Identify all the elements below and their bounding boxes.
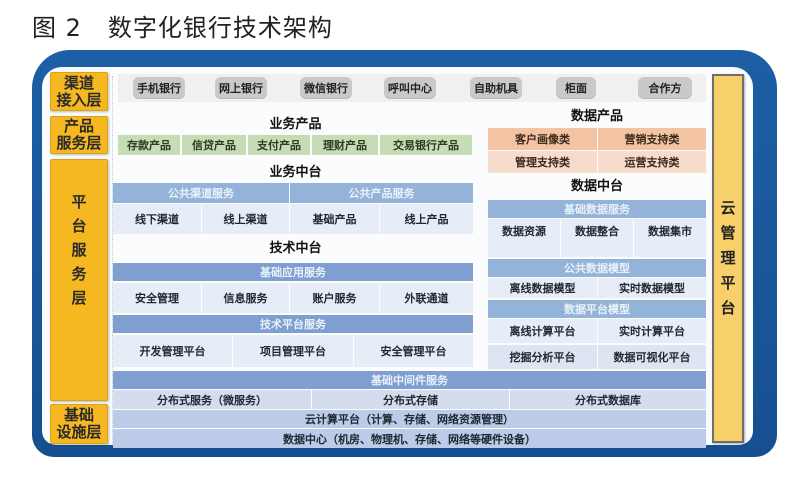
middleware-services-header: 基础中间件服务 — [113, 371, 706, 389]
data-mart: 数据集市 — [634, 219, 706, 257]
layer-label-line: 产品 — [63, 117, 94, 135]
offline-compute-platform: 离线计算平台 — [488, 319, 597, 343]
data-integration: 数据整合 — [561, 219, 633, 257]
business-middle-title: 业务中台 — [269, 164, 322, 180]
channel-online-banking: 网上银行 — [215, 77, 267, 99]
basic-app-services-header: 基础应用服务 — [113, 263, 473, 281]
cloud-char: 云 — [720, 199, 736, 217]
product-payment: 支付产品 — [248, 135, 310, 155]
online-product: 线上产品 — [380, 204, 473, 234]
data-product-customer-profile: 客户画像类 — [488, 128, 597, 150]
dev-management-platform: 开发管理平台 — [113, 335, 232, 367]
account-service: 账户服务 — [290, 283, 379, 313]
layer-label-char: 平 — [71, 193, 87, 211]
layer-label-platform-service: 平 台 服 务 层 — [50, 159, 108, 401]
basic-product: 基础产品 — [290, 204, 379, 234]
realtime-data-model: 实时数据模型 — [598, 278, 706, 298]
data-platform-models-header: 数据平台模型 — [488, 300, 706, 318]
cloud-char: 平 — [720, 274, 736, 292]
distributed-database: 分布式数据库 — [510, 390, 706, 409]
external-channel: 外联通道 — [380, 283, 473, 313]
layer-label-char: 务 — [71, 265, 87, 283]
layer-label-line: 基础 — [63, 406, 94, 424]
data-middle-title: 数据中台 — [570, 178, 623, 194]
realtime-compute-platform: 实时计算平台 — [598, 319, 706, 343]
layer-label-line: 设施层 — [56, 423, 102, 441]
product-deposit: 存款产品 — [118, 135, 180, 155]
online-channel: 线上渠道 — [202, 204, 289, 234]
dotted-connector — [112, 76, 113, 444]
layer-label-line: 渠道 — [63, 73, 94, 92]
data-center: 数据中心（机房、物理机、存储、网络等硬件设备） — [113, 429, 706, 448]
layer-label-channel-access: 渠道 接入层 — [50, 72, 108, 111]
data-product-operations: 运营支持类 — [598, 151, 706, 173]
layer-label-line: 接入层 — [56, 90, 102, 109]
channel-call-center: 呼叫中心 — [384, 77, 436, 99]
information-service: 信息服务 — [202, 283, 289, 313]
distributed-storage: 分布式存储 — [312, 390, 509, 409]
mining-analytics-platform: 挖掘分析平台 — [488, 345, 597, 369]
cloud-char: 管 — [720, 224, 736, 242]
layer-label-line: 服务层 — [56, 134, 102, 152]
basic-data-services-header: 基础数据服务 — [488, 200, 706, 218]
cloud-computing-platform: 云计算平台（计算、存储、网络资源管理） — [113, 410, 706, 428]
figure-title: 图 2 数字化银行技术架构 — [32, 8, 333, 43]
public-product-services-header: 公共产品服务 — [290, 183, 473, 203]
security-management: 安全管理 — [113, 283, 201, 313]
figure-title-text: 数字化银行技术架构 — [107, 14, 333, 42]
channel-self-service: 自助机具 — [470, 77, 522, 99]
channel-counter: 柜面 — [556, 77, 596, 99]
layer-label-char: 服 — [71, 241, 87, 259]
tech-platform-services-header: 技术平台服务 — [113, 315, 473, 333]
business-products-title: 业务产品 — [269, 116, 322, 132]
distributed-services: 分布式服务（微服务） — [113, 390, 311, 409]
data-product-management: 管理支持类 — [488, 151, 597, 173]
product-credit: 信贷产品 — [182, 135, 246, 155]
channel-wechat-banking: 微信银行 — [300, 77, 352, 99]
tech-middle-title: 技术中台 — [269, 240, 322, 256]
data-resource: 数据资源 — [488, 219, 560, 257]
product-transaction-banking: 交易银行产品 — [380, 135, 472, 155]
figure-label: 图 2 — [32, 14, 82, 42]
channel-partner: 合作方 — [638, 77, 692, 99]
data-visualization-platform: 数据可视化平台 — [598, 345, 706, 369]
layer-label-infrastructure: 基础 设施层 — [50, 404, 108, 444]
data-products-title: 数据产品 — [570, 108, 623, 124]
security-management-platform: 安全管理平台 — [354, 335, 473, 367]
layer-label-char: 台 — [71, 217, 87, 235]
channel-mobile-banking: 手机银行 — [133, 77, 185, 99]
layer-label-product-service: 产品 服务层 — [50, 116, 108, 154]
cloud-management-platform: 云 管 理 平 台 — [712, 74, 744, 443]
public-data-models-header: 公共数据模型 — [488, 259, 706, 277]
cloud-char: 台 — [720, 299, 736, 317]
data-product-marketing: 营销支持类 — [598, 128, 706, 150]
layer-label-char: 层 — [71, 289, 87, 307]
cloud-char: 理 — [720, 249, 736, 267]
product-wealth: 理财产品 — [312, 135, 378, 155]
public-channel-services-header: 公共渠道服务 — [113, 183, 289, 203]
offline-data-model: 离线数据模型 — [488, 278, 597, 298]
project-management-platform: 项目管理平台 — [233, 335, 353, 367]
offline-channel: 线下渠道 — [113, 204, 201, 234]
